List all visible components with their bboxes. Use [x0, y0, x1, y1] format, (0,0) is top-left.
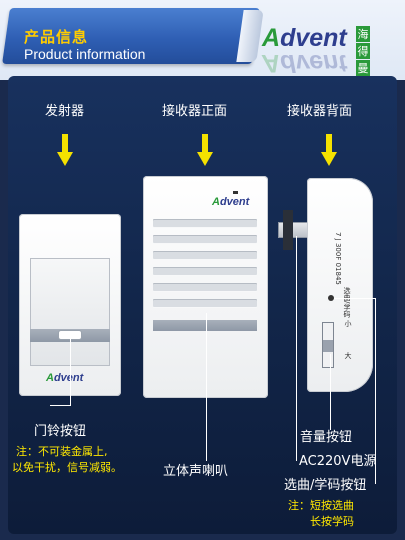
- volume-large-label: 大: [344, 352, 352, 359]
- brand-chinese-name: 海 得 曼: [356, 26, 370, 77]
- callout-line-select: [375, 298, 376, 484]
- transmitter-led-window: [59, 331, 81, 339]
- doorbell-note-line-2: 以免干扰，信号减弱。: [12, 461, 122, 474]
- callout-line-doorbell: [70, 337, 71, 405]
- speaker-grille-slot: [153, 300, 257, 307]
- callout-select-button: 选曲/学码按钮: [284, 478, 367, 493]
- speaker-grille-slot: [153, 220, 257, 227]
- brand-logo: Advent: [262, 24, 347, 53]
- label-transmitter: 发射器: [45, 104, 85, 119]
- speaker-grille-slot: [153, 252, 257, 259]
- brand-chinese-char: 得: [356, 43, 370, 59]
- brand-logo-rest: dvent: [280, 24, 347, 52]
- callout-line-doorbell: [50, 405, 71, 406]
- down-arrow-icon: [321, 134, 337, 168]
- volume-small-label: 小: [344, 320, 352, 327]
- doorbell-note-line-1: 注：不可装金属上,: [16, 445, 108, 458]
- receiver-logo: Advent: [212, 196, 250, 208]
- brand-chinese-char: 曼: [356, 60, 370, 76]
- volume-slider-knob[interactable]: [323, 340, 333, 352]
- brand-chinese-char: 海: [356, 26, 370, 42]
- title-english: Product information: [24, 46, 146, 62]
- select-learn-button[interactable]: [328, 295, 334, 301]
- select-note-line-2: 长按学码: [310, 515, 354, 528]
- callout-volume-button: 音量按钮: [300, 430, 353, 445]
- model-number-label: 7 J 300F 01845: [334, 232, 342, 285]
- receiver-indicator-dot: [233, 191, 238, 194]
- transmitter-logo: Advent: [46, 372, 84, 384]
- title-chinese: 产品信息: [24, 28, 89, 46]
- callout-speaker: 立体声喇叭: [163, 464, 229, 479]
- brand-logo-reflection: Advent: [262, 49, 347, 77]
- down-arrow-icon: [57, 134, 73, 168]
- down-arrow-icon: [197, 134, 213, 168]
- speaker-grille-slot: [153, 236, 257, 243]
- brand-logo-initial: A: [262, 24, 281, 52]
- select-note-line-1: 注：短按选曲: [288, 499, 354, 512]
- label-receiver-front: 接收器正面: [162, 104, 228, 119]
- label-receiver-back: 接收器背面: [287, 104, 353, 119]
- speaker-grille-slot: [153, 284, 257, 291]
- receiver-back-device: [307, 178, 373, 392]
- callout-line-select: [334, 298, 376, 299]
- ac-plug-base: [283, 210, 293, 250]
- speaker-grille-slot: [153, 268, 257, 275]
- callout-line-speaker: [206, 313, 207, 461]
- receiver-light-strip: [153, 320, 257, 331]
- callout-doorbell-button: 门铃按钮: [34, 424, 87, 439]
- select-learn-label: 选曲/学码: [343, 287, 351, 318]
- callout-line-power: [296, 236, 297, 461]
- callout-power: AC220V电源: [299, 454, 377, 469]
- callout-line-volume: [330, 354, 331, 430]
